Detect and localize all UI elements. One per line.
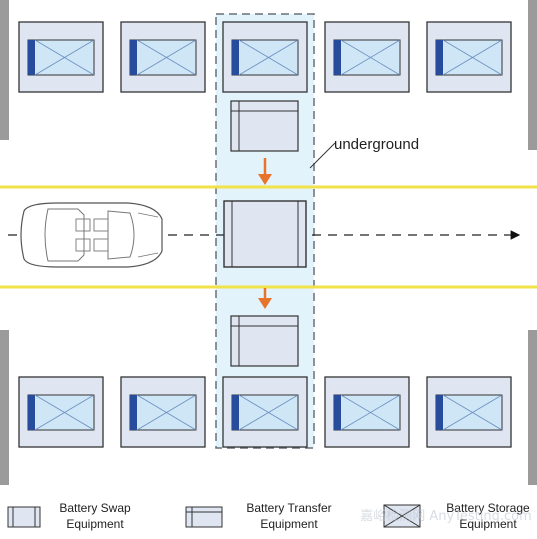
legend: Battery Swap Equipment Battery Transfer …	[7, 501, 530, 531]
storage-unit	[426, 21, 512, 93]
legend-storage-line2: Equipment	[459, 517, 517, 531]
storage-unit	[222, 21, 308, 93]
storage-unit	[324, 21, 410, 93]
storage-unit	[426, 376, 512, 448]
storage-unit	[222, 376, 308, 448]
swap-equipment	[223, 200, 307, 268]
legend-transfer-line1: Battery Transfer	[246, 501, 331, 515]
storage-unit	[324, 376, 410, 448]
transfer-equipment-bottom	[230, 315, 299, 367]
storage-unit	[18, 376, 104, 448]
car-top-view	[20, 202, 163, 268]
legend-storage-line1: Battery Storage	[446, 501, 530, 515]
storage-row-bottom	[18, 376, 512, 448]
storage-unit	[120, 21, 206, 93]
transfer-arrow-down-top	[258, 158, 272, 185]
legend-transfer-line2: Equipment	[260, 517, 318, 531]
legend-swap-line2: Equipment	[66, 517, 124, 531]
transfer-equipment-top	[230, 100, 299, 152]
transfer-arrow-down-bottom	[258, 288, 272, 309]
underground-label: underground	[334, 136, 419, 153]
watermark-text: 嘉峪检测网 AnyTesting.com	[360, 509, 532, 524]
legend-swap-line1: Battery Swap	[59, 501, 131, 515]
legend-item-storage: Battery Storage Equipment	[383, 501, 530, 531]
storage-unit	[120, 376, 206, 448]
storage-row-top	[18, 21, 512, 93]
legend-item-transfer: Battery Transfer Equipment	[185, 501, 332, 531]
station-walls	[0, 0, 537, 485]
legend-item-swap: Battery Swap Equipment	[7, 501, 131, 531]
storage-unit	[18, 21, 104, 93]
underground-leader-line	[309, 142, 336, 169]
